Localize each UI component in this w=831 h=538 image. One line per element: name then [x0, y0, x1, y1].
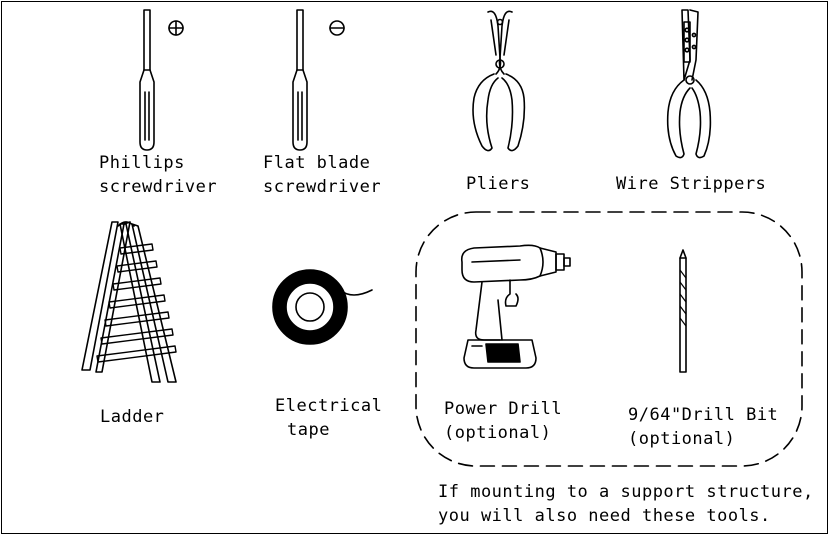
- ladder-icon: [81, 221, 177, 383]
- flat-screwdriver-icon: [292, 9, 345, 151]
- ladder-text: Ladder: [100, 407, 165, 427]
- phillips-line2: screwdriver: [99, 177, 218, 197]
- flat-line2: screwdriver: [263, 177, 382, 197]
- label-electrical-tape: Electrical tape: [275, 394, 382, 442]
- label-pliers: Pliers: [466, 172, 530, 196]
- note-line1: If mounting to a support structure,: [438, 482, 814, 502]
- label-ladder: Ladder: [100, 405, 164, 429]
- electrical-tape-icon: [272, 269, 373, 345]
- label-power-drill: Power Drill (optional): [444, 397, 562, 445]
- drill-bit-icon: [679, 249, 687, 373]
- phillips-line1: Phillips: [99, 153, 185, 173]
- label-phillips-screwdriver: Phillips screwdriver: [99, 151, 217, 199]
- drill-line2: (optional): [444, 423, 552, 443]
- tape-line1: Electrical: [275, 396, 383, 416]
- note-line2: you will also need these tools.: [438, 506, 771, 526]
- strippers-text: Wire Strippers: [616, 174, 767, 194]
- label-wire-strippers: Wire Strippers: [616, 172, 766, 196]
- wire-strippers-icon: [666, 9, 712, 159]
- pliers-text: Pliers: [466, 174, 531, 194]
- support-structure-note: If mounting to a support structure, you …: [438, 480, 814, 528]
- drill-line1: Power Drill: [444, 399, 563, 419]
- phillips-screwdriver-icon: [139, 9, 184, 151]
- bit-line1: 9/64"Drill Bit: [628, 405, 779, 425]
- label-flat-screwdriver: Flat blade screwdriver: [263, 151, 381, 199]
- bit-line2: (optional): [628, 429, 736, 449]
- tape-line2: tape: [287, 420, 330, 440]
- pliers-icon: [472, 10, 526, 152]
- label-drill-bit: 9/64"Drill Bit (optional): [628, 403, 778, 451]
- flat-line1: Flat blade: [263, 153, 371, 173]
- optional-tools-outline: [415, 211, 803, 467]
- power-drill-icon: [460, 244, 571, 369]
